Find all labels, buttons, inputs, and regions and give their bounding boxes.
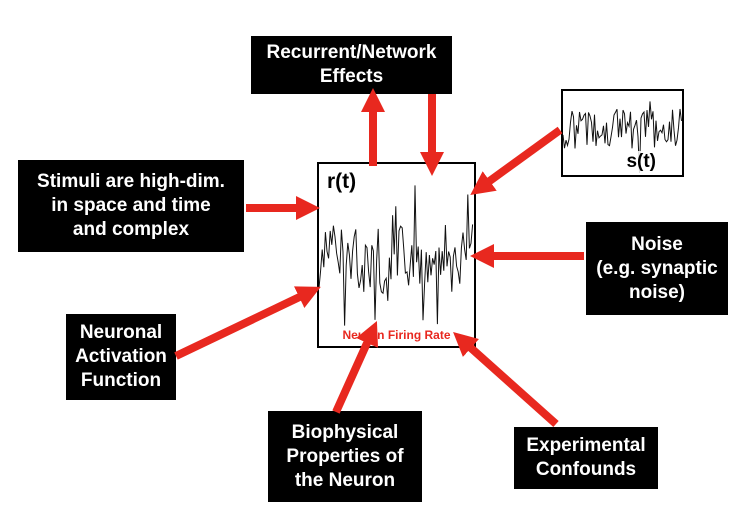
rt-trace-line bbox=[319, 185, 474, 326]
biophysical-properties-label: Biophysical Properties of the Neuron bbox=[268, 411, 422, 502]
stimulus-trace bbox=[563, 101, 682, 174]
response-panel: r(t) Neuron Firing Rate bbox=[317, 162, 476, 348]
recurrent-network-effects-label: Recurrent/Network Effects bbox=[251, 36, 452, 94]
stimulus-panel: s(t) bbox=[561, 89, 684, 177]
firing-rate-caption: Neuron Firing Rate bbox=[342, 328, 451, 342]
stimuli-label: Stimuli are high-dim. in space and time … bbox=[18, 160, 244, 252]
noise-label: Noise (e.g. synaptic noise) bbox=[586, 222, 728, 315]
arrow-from-stimulus bbox=[470, 126, 563, 196]
st-trace-line bbox=[563, 101, 682, 174]
arrow-from-activation bbox=[174, 286, 321, 360]
experimental-confounds-label: Experimental Confounds bbox=[514, 427, 658, 489]
firing-rate-trace bbox=[319, 185, 474, 326]
response-signal-label: r(t) bbox=[327, 170, 357, 194]
stimulus-signal-label: s(t) bbox=[626, 151, 656, 173]
neuronal-activation-function-label: Neuronal Activation Function bbox=[66, 314, 176, 400]
arrow-from-confounds bbox=[453, 332, 559, 427]
